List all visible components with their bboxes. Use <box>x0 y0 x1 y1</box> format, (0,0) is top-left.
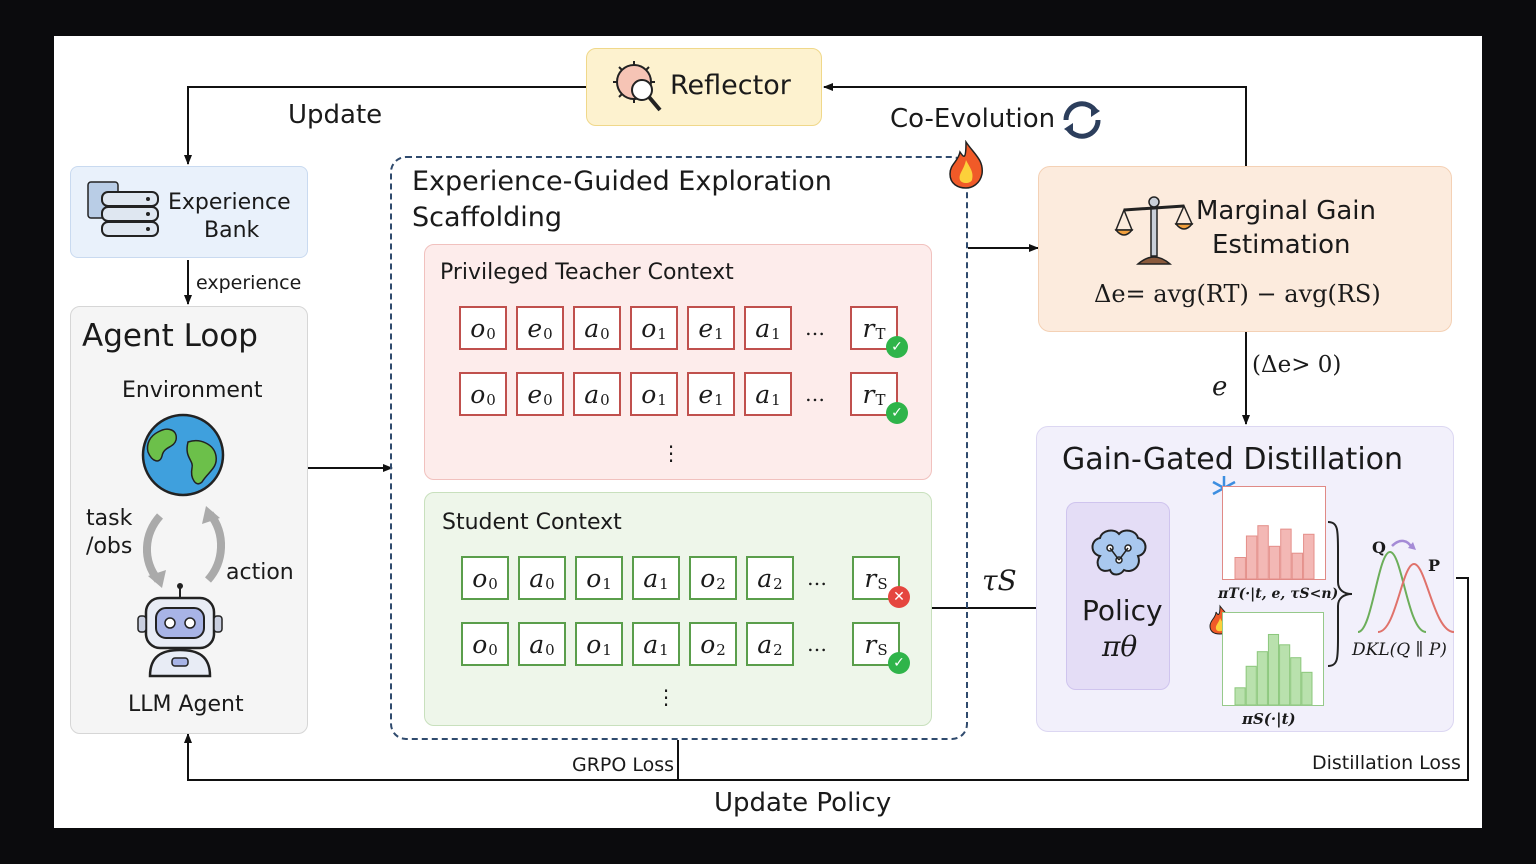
teacher-bars <box>1234 525 1315 580</box>
robot-icon <box>137 583 223 678</box>
student-bars-bar <box>1256 651 1268 706</box>
kl-curves <box>1357 539 1455 633</box>
gate-e-label: e <box>1212 372 1228 402</box>
teacher-bars-bar <box>1234 557 1246 580</box>
p-label: P <box>1428 556 1441 575</box>
scaffolding-title-line2: Scaffolding <box>412 202 563 233</box>
experience-arrow-label: experience <box>196 272 302 294</box>
brain-icon <box>1091 529 1147 576</box>
student-bars-bar <box>1290 657 1302 706</box>
student-ellipsis: … <box>807 566 827 590</box>
task-label: task <box>86 506 133 531</box>
experience-bank-line1: Experience <box>168 190 291 215</box>
cross-badge-icon: ✕ <box>888 586 910 608</box>
scaffolding-title-line1: Experience-Guided Exploration <box>412 166 832 197</box>
globe-icon <box>141 413 225 497</box>
teacher-distribution-label: πT(·|t, e, τS<n) <box>1218 586 1339 602</box>
check-badge-icon: ✓ <box>888 652 910 674</box>
teacher-ellipsis: … <box>805 382 825 406</box>
student-bars-bar <box>1245 665 1257 706</box>
marginal-gain-box <box>1038 166 1452 332</box>
student-bars-bar <box>1267 633 1280 706</box>
marginal-gain-line1: Marginal Gain <box>1196 196 1377 226</box>
teacher-context-box <box>424 244 932 480</box>
obs-label: /obs <box>86 534 133 559</box>
student-distribution-label: πS(·|t) <box>1242 710 1296 728</box>
distillation-loss-label: Distillation Loss <box>1312 752 1461 774</box>
teacher-bars-bar <box>1303 533 1315 580</box>
update-policy-label: Update Policy <box>714 788 892 818</box>
student-distribution-chart <box>1222 612 1324 706</box>
student-bars-bar <box>1279 644 1291 706</box>
check-badge-icon: ✓ <box>886 336 908 358</box>
tau-s-label: τS <box>982 564 1017 597</box>
loop-arrows-icon <box>142 506 226 588</box>
teacher-bars-bar <box>1291 552 1304 580</box>
experience-bank-line2: Bank <box>204 218 260 243</box>
student-bars <box>1234 633 1313 706</box>
distillation-title: Gain-Gated Distillation <box>1062 442 1404 477</box>
policy-symbol: πθ <box>1102 630 1138 663</box>
co-evolution-label: Co-Evolution <box>890 104 1056 134</box>
teacher-distribution-chart <box>1222 486 1326 580</box>
reflector-gear-icon <box>613 61 662 112</box>
action-label: action <box>226 560 294 585</box>
database-icon <box>87 181 159 237</box>
flame-icon <box>949 140 983 189</box>
marginal-gain-line2: Estimation <box>1212 230 1351 260</box>
llm-agent-label: LLM Agent <box>128 692 244 717</box>
check-badge-icon: ✓ <box>886 402 908 424</box>
teacher-ellipsis: … <box>805 316 825 340</box>
q-label: Q <box>1372 538 1386 557</box>
grpo-loss-label: GRPO Loss <box>572 754 675 776</box>
student-bars-bar <box>1234 687 1246 706</box>
cycle-icon <box>1063 101 1101 139</box>
marginal-gain-formula: Δe= avg(RT) − avg(RS) <box>1094 280 1381 308</box>
student-bars-bar <box>1301 671 1313 706</box>
update-label: Update <box>288 100 383 130</box>
teacher-more-dots: ··· <box>667 435 675 473</box>
student-more-dots: ··· <box>662 679 670 717</box>
student-ellipsis: … <box>807 632 827 656</box>
agent-loop-title: Agent Loop <box>82 318 258 354</box>
environment-label: Environment <box>122 378 263 403</box>
reflector-label: Reflector <box>670 70 791 101</box>
teacher-bars-bar <box>1268 545 1281 580</box>
gate-condition-label: (Δe> 0) <box>1252 352 1342 378</box>
scale-icon <box>1114 196 1194 265</box>
teacher-context-title: Privileged Teacher Context <box>440 260 734 285</box>
kl-label: DKL(Q ∥ P) <box>1352 640 1447 660</box>
student-context-title: Student Context <box>442 510 622 535</box>
teacher-bars-bar <box>1245 535 1258 580</box>
teacher-bars-bar <box>1280 528 1292 580</box>
policy-label: Policy <box>1082 594 1163 627</box>
teacher-bars-bar <box>1257 525 1269 580</box>
